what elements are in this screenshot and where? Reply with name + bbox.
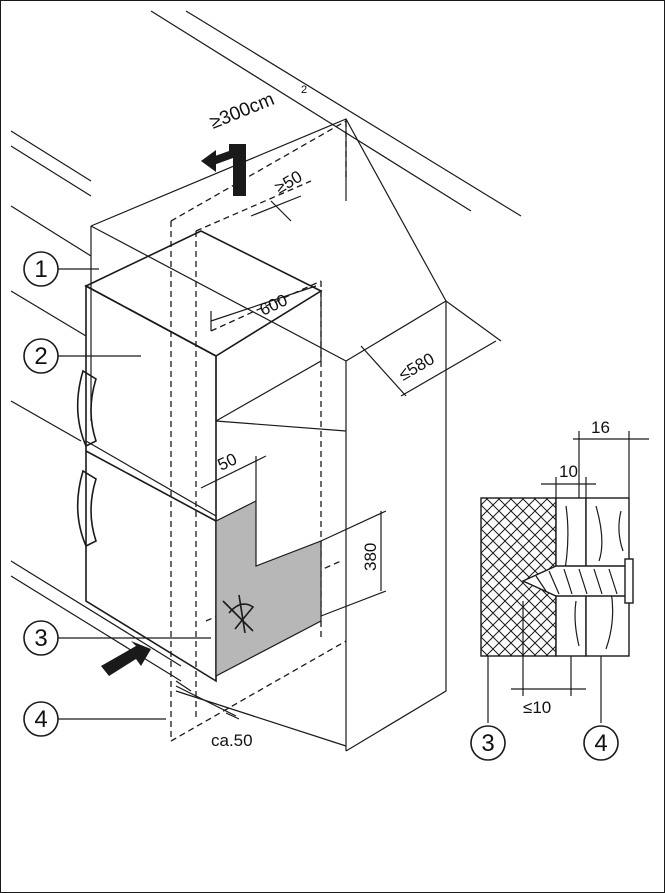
cutout-height-label: 380 [361,543,380,571]
detail-screw-label: 10 [559,462,578,481]
detail-callout-3: 3 [470,725,506,761]
svg-text:4: 4 [594,730,607,757]
callout-2: 2 [23,338,141,374]
svg-text:4: 4 [34,706,47,733]
detail-cross-section [480,431,649,723]
air-inlet-arrow [101,641,151,676]
depth-dimension [360,300,502,397]
callout-4: 4 [23,701,166,737]
appliance-body [76,230,347,683]
width-label: 600 [257,290,291,319]
floor-gap-label: ca.50 [211,731,253,750]
cutout-height-dimension [320,510,387,617]
top-gap-dimension [250,195,302,222]
top-gap-label: ≥50 [272,167,306,198]
callout-1: 1 [23,251,99,287]
side-offset-dimension [200,455,267,501]
detail-total-label: 16 [591,418,610,437]
width-dimension [210,285,317,331]
svg-text:3: 3 [481,730,494,757]
ventilation-area-exponent: 2 [301,84,307,96]
ventilation-area-label: ≥300cm [207,89,277,134]
callout-3: 3 [23,620,211,656]
detail-max-label: ≤10 [523,698,551,717]
depth-label: ≤580 [396,349,438,384]
floor-gap-dimension [175,680,240,720]
svg-text:3: 3 [34,625,47,652]
svg-text:1: 1 [34,256,47,283]
ventilation-arrow [201,144,246,196]
room-perspective-lines [10,10,522,747]
detail-callout-4: 4 [583,725,619,761]
svg-text:2: 2 [34,343,47,370]
